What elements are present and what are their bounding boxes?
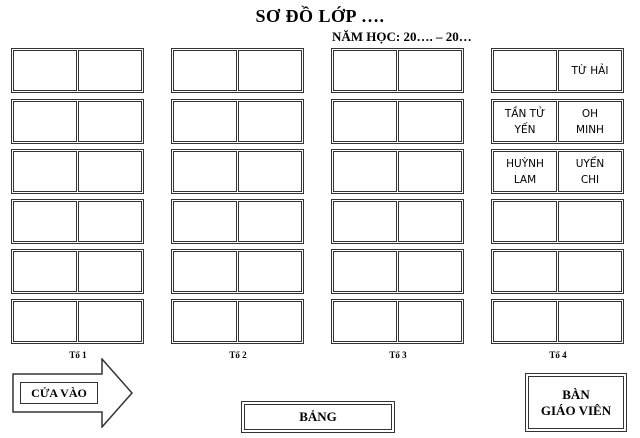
seat bbox=[173, 201, 237, 242]
desk bbox=[11, 48, 144, 93]
seat bbox=[558, 201, 622, 242]
desk bbox=[171, 149, 304, 194]
seat bbox=[13, 301, 77, 342]
seat bbox=[13, 50, 77, 91]
seat: UYỂN CHI bbox=[558, 151, 622, 192]
seat bbox=[238, 50, 302, 91]
seat bbox=[173, 301, 237, 342]
seat bbox=[493, 201, 557, 242]
seat bbox=[238, 301, 302, 342]
seat bbox=[173, 101, 237, 142]
desk bbox=[11, 299, 144, 344]
group-label: Tổ 4 bbox=[549, 350, 567, 360]
desk bbox=[331, 149, 464, 194]
group-label: Tổ 2 bbox=[229, 350, 247, 360]
entrance-arrow bbox=[12, 357, 134, 433]
seat bbox=[333, 251, 397, 292]
desk: TỪ HẢI bbox=[491, 48, 624, 93]
desk bbox=[331, 299, 464, 344]
seat bbox=[238, 101, 302, 142]
seat bbox=[173, 151, 237, 192]
desk bbox=[11, 249, 144, 294]
seat bbox=[493, 251, 557, 292]
seat bbox=[333, 301, 397, 342]
seat bbox=[13, 151, 77, 192]
arrow-icon bbox=[12, 357, 134, 429]
seat bbox=[558, 251, 622, 292]
seat bbox=[173, 50, 237, 91]
seat bbox=[398, 101, 462, 142]
desk bbox=[331, 249, 464, 294]
school-year: NĂM HỌC: 20…. – 20… bbox=[332, 29, 472, 44]
seat: TỪ HẢI bbox=[558, 50, 622, 91]
desk bbox=[171, 249, 304, 294]
seat bbox=[13, 251, 77, 292]
teacher-desk: BÀN GIÁO VIÊN bbox=[525, 373, 627, 432]
seat bbox=[173, 251, 237, 292]
seat bbox=[13, 101, 77, 142]
seat bbox=[78, 201, 142, 242]
seat bbox=[333, 50, 397, 91]
board: BẢNG bbox=[241, 401, 395, 433]
seat bbox=[78, 50, 142, 91]
desk bbox=[171, 48, 304, 93]
seat bbox=[238, 201, 302, 242]
desk bbox=[491, 299, 624, 344]
seat bbox=[333, 101, 397, 142]
seat bbox=[238, 151, 302, 192]
seat: TẦN TỬ YẾN bbox=[493, 101, 557, 142]
entrance-label: CỬA VÀO bbox=[20, 382, 98, 404]
seat bbox=[13, 201, 77, 242]
seat: HUỲNH LAM bbox=[493, 151, 557, 192]
seat bbox=[78, 301, 142, 342]
seat bbox=[398, 201, 462, 242]
teacher-desk-label: BÀN GIÁO VIÊN bbox=[528, 376, 624, 429]
seat: OH MINH bbox=[558, 101, 622, 142]
seat bbox=[78, 151, 142, 192]
desk bbox=[11, 99, 144, 144]
seat bbox=[398, 50, 462, 91]
desk bbox=[331, 48, 464, 93]
seat bbox=[493, 50, 557, 91]
desk bbox=[491, 199, 624, 244]
seat bbox=[398, 151, 462, 192]
seat bbox=[238, 251, 302, 292]
page-title: SƠ ĐỒ LỚP …. bbox=[255, 6, 385, 26]
group-label: Tổ 1 bbox=[69, 350, 87, 360]
desk bbox=[331, 199, 464, 244]
desk bbox=[11, 199, 144, 244]
seat bbox=[333, 151, 397, 192]
desk bbox=[331, 99, 464, 144]
desk bbox=[171, 199, 304, 244]
seat bbox=[493, 301, 557, 342]
seat bbox=[398, 251, 462, 292]
desk bbox=[171, 99, 304, 144]
seat bbox=[398, 301, 462, 342]
desk bbox=[171, 299, 304, 344]
desk bbox=[11, 149, 144, 194]
seat bbox=[78, 251, 142, 292]
desk bbox=[491, 249, 624, 294]
seat bbox=[333, 201, 397, 242]
seat bbox=[558, 301, 622, 342]
group-label: Tổ 3 bbox=[389, 350, 407, 360]
board-label: BẢNG bbox=[244, 404, 392, 430]
seat bbox=[78, 101, 142, 142]
